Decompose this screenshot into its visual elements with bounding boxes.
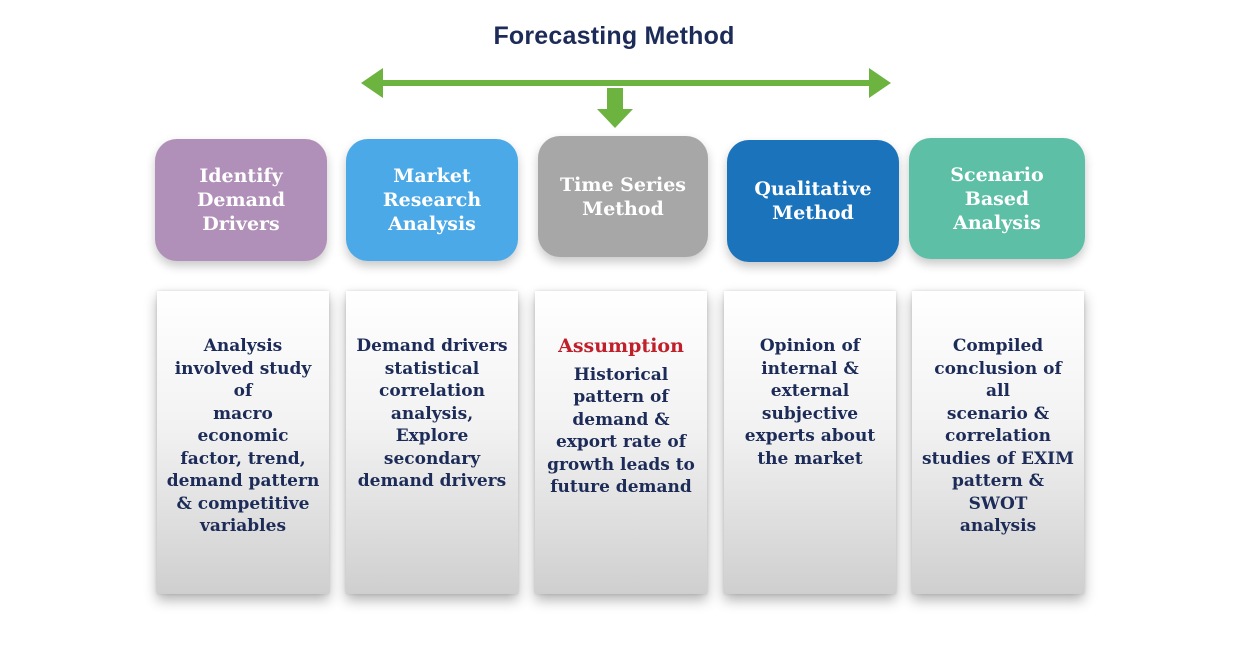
card-line: studies of EXIM: [922, 448, 1074, 469]
heading-line: Drivers: [202, 213, 280, 235]
card-line: export rate of: [555, 432, 687, 452]
card-line: Opinion of: [759, 336, 861, 356]
card-line: growth leads to: [547, 454, 695, 475]
card-line: analysis: [959, 516, 1037, 536]
method-card-scenario-based-analysis: Compiled conclusion of all scenario & co…: [912, 291, 1084, 594]
card-line: analysis, Explore: [390, 403, 474, 447]
card-line: & competitive: [176, 493, 310, 514]
connector-arrows: [361, 68, 891, 128]
card-line: statistical: [384, 358, 480, 379]
card-line: experts about: [744, 426, 876, 446]
card-line: Analysis: [203, 336, 283, 356]
heading-line: Demand: [196, 189, 286, 211]
method-card-market-research-analysis: Demand drivers statistical correlation a…: [346, 291, 518, 594]
heading-line: Analysis: [388, 213, 476, 235]
method-heading-qualitative-method: Qualitative Method: [727, 140, 899, 262]
method-card-identify-demand-drivers: Analysis involved study of macro economi…: [157, 291, 329, 594]
heading-line: Time Series: [560, 173, 686, 196]
card-line: demand pattern: [166, 471, 320, 491]
method-heading-market-research-analysis: Market Research Analysis: [346, 139, 518, 261]
card-line: internal &: [761, 358, 859, 379]
card-line: future demand: [550, 477, 692, 497]
left-arrowhead: [361, 68, 383, 98]
card-line: pattern of: [573, 387, 669, 407]
card-line: involved study of: [174, 358, 312, 402]
card-line: conclusion of all: [934, 358, 1062, 402]
card-line: correlation: [945, 426, 1051, 446]
card-line: factor, trend,: [180, 448, 306, 469]
card-line: external: [770, 381, 850, 401]
assumption-label: Assumption: [558, 335, 684, 357]
heading-line: Research: [382, 189, 482, 211]
card-line: scenario &: [946, 403, 1050, 424]
heading-line: Method: [582, 197, 664, 220]
method-heading-scenario-based-analysis: Scenario Based Analysis: [909, 138, 1085, 259]
card-line: Compiled: [952, 336, 1044, 356]
card-line: Demand drivers: [356, 336, 508, 356]
card-line: pattern & SWOT: [951, 471, 1044, 514]
down-arrowhead: [597, 109, 633, 128]
heading-line: Analysis: [953, 211, 1041, 234]
down-arrow-shaft: [607, 88, 623, 110]
method-heading-time-series-method: Time Series Method: [538, 136, 708, 257]
heading-line: Scenario Based: [950, 163, 1044, 210]
method-heading-identify-demand-drivers: Identify Demand Drivers: [155, 139, 327, 261]
card-line: variables: [199, 516, 287, 536]
card-line: Historical: [573, 364, 669, 385]
heading-line: Qualitative: [754, 178, 872, 200]
diagram-title: Forecasting Method: [493, 22, 735, 50]
right-arrowhead: [869, 68, 891, 98]
heading-line: Identify: [199, 165, 283, 187]
heading-line: Method: [772, 202, 854, 224]
card-line: demand drivers: [357, 471, 507, 491]
method-card-time-series-method: Assumption Historical pattern of demand …: [535, 291, 707, 594]
heading-line: Market: [393, 165, 471, 187]
card-line: macro economic: [197, 403, 289, 447]
card-line: correlation: [379, 381, 485, 401]
card-line: demand &: [572, 409, 670, 430]
card-line: subjective: [761, 403, 859, 424]
method-card-qualitative-method: Opinion of internal & external subjectiv…: [724, 291, 896, 594]
card-line: the market: [757, 448, 863, 469]
card-line: secondary: [383, 448, 481, 469]
